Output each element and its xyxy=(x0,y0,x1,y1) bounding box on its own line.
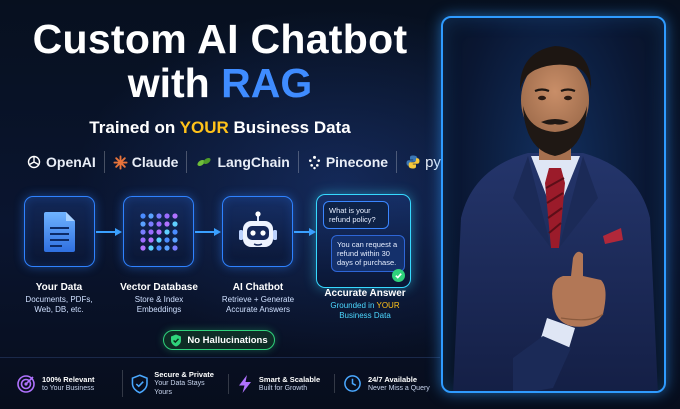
logo-pinecone: Pinecone xyxy=(297,151,396,173)
answer-subtitle-prefix: Grounded in xyxy=(330,301,377,310)
feature-available-subtitle: Never Miss a Query xyxy=(367,384,430,392)
main-title-line2: with RAG xyxy=(10,60,430,106)
logo-openai-label: OpenAI xyxy=(46,154,96,170)
vector-grid-icon xyxy=(139,212,178,251)
vector-dot xyxy=(163,220,170,227)
feature-relevant-subtitle: to Your Business xyxy=(42,384,95,392)
feature-available-title: 24/7 Available xyxy=(367,374,418,384)
card-vector-database xyxy=(123,196,194,267)
vector-dot xyxy=(147,212,154,219)
label-your-data: Your Data Documents, PDFs, Web, DB, etc. xyxy=(14,282,104,315)
label-accurate-answer: Accurate Answer Grounded in YOUR Busines… xyxy=(316,288,414,321)
arrow-data-to-vector xyxy=(96,228,122,236)
title-highlight-rag: RAG xyxy=(221,60,313,106)
vector-dot xyxy=(163,244,170,251)
vector-dot xyxy=(155,228,162,235)
vector-dot xyxy=(139,228,146,235)
document-icon xyxy=(43,211,75,252)
vector-dot xyxy=(147,228,154,235)
card-your-data xyxy=(24,196,95,267)
label-bot-subtitle: Retrieve + Generate Accurate Answers xyxy=(221,295,295,314)
vector-dot xyxy=(139,220,146,227)
feature-secure-subtitle: Your Data Stays Yours xyxy=(154,380,205,396)
card-accurate-answer: What is your refund policy? You can requ… xyxy=(316,194,411,288)
vector-dot xyxy=(171,228,178,235)
subtitle-highlight: YOUR xyxy=(179,118,229,137)
feature-scalable-title: Smart & Scalable xyxy=(258,374,321,384)
vector-dot xyxy=(171,236,178,243)
title-prefix: with xyxy=(127,60,222,106)
answer-subtitle-highlight: YOUR xyxy=(376,301,400,310)
label-your-data-title: Your Data xyxy=(35,282,83,293)
feature-scalable-subtitle: Built for Growth xyxy=(258,384,308,392)
feature-relevant-title: 100% Relevant xyxy=(42,374,95,384)
vector-dot xyxy=(155,236,162,243)
logo-claude: Claude xyxy=(103,151,187,173)
pinecone-icon xyxy=(308,155,320,169)
logo-openai: OpenAI xyxy=(18,151,104,173)
vector-dot xyxy=(139,236,146,243)
target-icon xyxy=(17,374,35,393)
vector-dot xyxy=(147,220,154,227)
vector-dot xyxy=(147,236,154,243)
logo-pinecone-label: Pinecone xyxy=(325,154,389,170)
check-icon xyxy=(392,269,405,282)
vector-dot xyxy=(139,212,146,219)
vector-dot xyxy=(147,244,154,251)
label-answer-subtitle: Grounded in YOUR Business Data xyxy=(316,301,414,321)
presenter-portrait xyxy=(453,46,658,391)
subtitle-suffix: Business Data xyxy=(228,118,351,137)
tech-logos-row: OpenAI Claude LangChain Pinecone python xyxy=(18,150,470,174)
subtitle: Trained on YOUR Business Data xyxy=(10,118,430,138)
lightning-icon xyxy=(238,374,251,393)
feature-secure-title: Secure & Private xyxy=(154,370,214,379)
card-ai-chatbot xyxy=(222,196,293,267)
label-bot-title: AI Chatbot xyxy=(232,282,284,293)
vector-dot xyxy=(171,220,178,227)
shield-check-icon xyxy=(171,334,182,346)
chat-answer-bubble: You can request a refund within 30 days … xyxy=(331,235,405,272)
langchain-icon xyxy=(197,157,212,167)
subtitle-prefix: Trained on xyxy=(89,118,180,137)
chat-question-bubble: What is your refund policy? xyxy=(323,201,389,229)
claude-icon xyxy=(113,154,128,170)
vector-dot xyxy=(155,244,162,251)
badge-label: No Hallucinations xyxy=(187,334,268,346)
robot-icon xyxy=(238,210,277,247)
label-vector-database: Vector Database Store & Index Embeddings xyxy=(110,282,208,315)
arrow-bot-to-answer xyxy=(294,228,316,236)
main-title-line1: Custom AI Chatbot xyxy=(32,16,408,62)
vector-dot xyxy=(155,220,162,227)
label-vector-subtitle: Store & Index Embeddings xyxy=(134,295,184,314)
openai-icon xyxy=(27,155,41,169)
python-icon xyxy=(406,155,420,169)
logo-langchain: LangChain xyxy=(186,151,297,173)
label-vector-title: Vector Database xyxy=(120,282,198,293)
arrow-vector-to-bot xyxy=(195,228,221,236)
vector-dot xyxy=(155,212,162,219)
logo-langchain-label: LangChain xyxy=(217,154,290,170)
answer-subtitle-suffix: Business Data xyxy=(339,311,391,320)
label-ai-chatbot: AI Chatbot Retrieve + Generate Accurate … xyxy=(210,282,306,315)
vector-dot xyxy=(163,236,170,243)
logo-claude-label: Claude xyxy=(131,154,179,170)
label-your-data-subtitle: Documents, PDFs, Web, DB, etc. xyxy=(25,295,93,314)
vector-dot xyxy=(163,228,170,235)
no-hallucinations-badge: No Hallucinations xyxy=(163,330,275,350)
vector-dot xyxy=(163,212,170,219)
vector-dot xyxy=(139,244,146,251)
clock-icon xyxy=(344,375,361,392)
vector-dot xyxy=(171,244,178,251)
presenter-portrait-frame xyxy=(441,16,666,393)
label-answer-title: Accurate Answer xyxy=(324,288,406,299)
shield-icon xyxy=(131,373,148,394)
vector-dot xyxy=(171,212,178,219)
